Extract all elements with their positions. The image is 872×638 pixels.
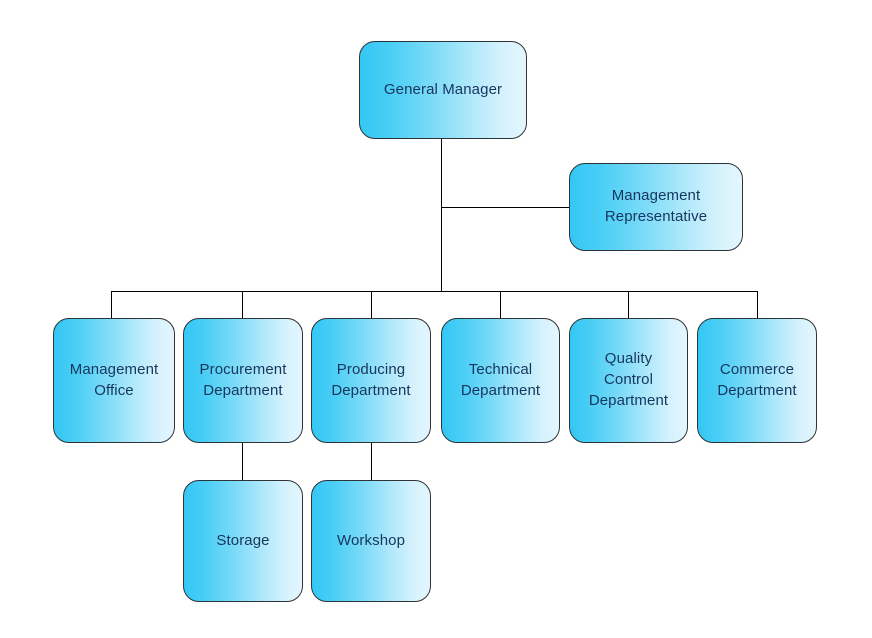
node-management-representative[interactable]: Management Representative bbox=[569, 163, 743, 251]
node-label-management-office: Management Office bbox=[69, 360, 159, 399]
node-technical-department[interactable]: Technical Department bbox=[441, 318, 560, 443]
node-label-procurement-department: Procurement Department bbox=[199, 360, 287, 399]
node-label-storage: Storage bbox=[216, 531, 270, 549]
node-commerce-department[interactable]: Commerce Department bbox=[697, 318, 817, 443]
node-label-quality-control-department: Quality Control Department bbox=[588, 350, 669, 409]
node-label-commerce-department: Commerce Department bbox=[717, 360, 797, 399]
node-label-general-manager: General Manager bbox=[383, 80, 503, 98]
node-management-office[interactable]: Management Office bbox=[53, 318, 175, 443]
node-producing-department[interactable]: Producing Department bbox=[311, 318, 431, 443]
node-workshop[interactable]: Workshop bbox=[311, 480, 431, 602]
node-quality-control-department[interactable]: Quality Control Department bbox=[569, 318, 688, 443]
node-label-technical-department: Technical Department bbox=[460, 360, 541, 399]
node-label-producing-department: Producing Department bbox=[331, 360, 411, 399]
node-general-manager[interactable]: General Manager bbox=[359, 41, 527, 139]
node-label-workshop: Workshop bbox=[336, 531, 406, 549]
node-label-management-representative: Management Representative bbox=[604, 187, 708, 225]
node-procurement-department[interactable]: Procurement Department bbox=[183, 318, 303, 443]
node-storage[interactable]: Storage bbox=[183, 480, 303, 602]
